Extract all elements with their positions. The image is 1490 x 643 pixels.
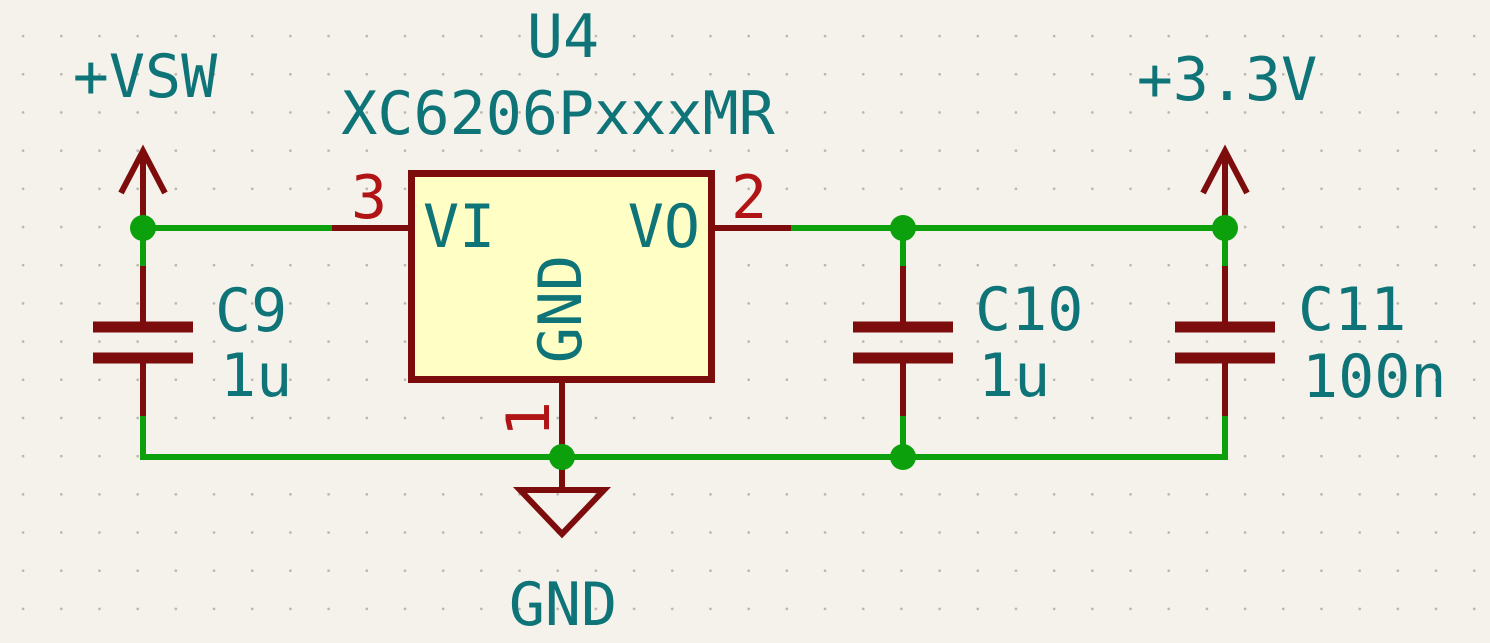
capacitor-c10[interactable]: C10 1u <box>853 266 1083 416</box>
ground-label: GND <box>509 570 617 640</box>
power-arrow-icon <box>118 144 168 195</box>
capacitor-c9[interactable]: C9 1u <box>93 266 292 416</box>
regulator-reference: U4 <box>527 2 599 72</box>
capacitor-c9-reference: C9 <box>215 276 287 346</box>
regulator-pin2-number: 2 <box>731 163 767 233</box>
capacitor-c9-value: 1u <box>220 341 292 411</box>
power-flag-vsw[interactable]: +VSW <box>73 42 218 226</box>
junction-dot[interactable] <box>549 444 575 470</box>
power-label-3v3: +3.3V <box>1137 45 1318 115</box>
capacitor-c11-reference: C11 <box>1298 275 1406 345</box>
ground-symbol[interactable]: GND <box>509 457 617 640</box>
capacitor-c10-reference: C10 <box>975 275 1083 345</box>
junction-dot[interactable] <box>130 215 156 241</box>
junction-dot[interactable] <box>890 215 916 241</box>
junction-dot[interactable] <box>1212 215 1238 241</box>
capacitor-c11-value: 100n <box>1302 342 1447 412</box>
regulator-value: XC6206PxxxMR <box>341 79 775 149</box>
regulator-pin1-number: 1 <box>494 401 564 437</box>
capacitor-c11[interactable]: C11 100n <box>1175 266 1447 416</box>
regulator-body <box>408 170 715 383</box>
regulator-u4[interactable]: U4 XC6206PxxxMR 3 2 1 VI VO GND <box>332 2 791 457</box>
regulator-pin-name-vi: VI <box>423 192 495 262</box>
regulator-pin-name-gnd: GND <box>526 255 596 363</box>
regulator-pin-name-vo: VO <box>628 192 700 262</box>
power-label-vsw: +VSW <box>73 42 218 112</box>
ground-triangle-icon <box>512 487 612 539</box>
power-flag-3v3[interactable]: +3.3V <box>1137 45 1318 226</box>
power-arrow-icon <box>1200 144 1250 195</box>
wire-ground-rail[interactable] <box>140 416 1228 460</box>
junctions <box>130 215 1238 470</box>
junction-dot[interactable] <box>890 444 916 470</box>
capacitor-c10-value: 1u <box>978 341 1050 411</box>
regulator-pin3-number: 3 <box>351 163 387 233</box>
